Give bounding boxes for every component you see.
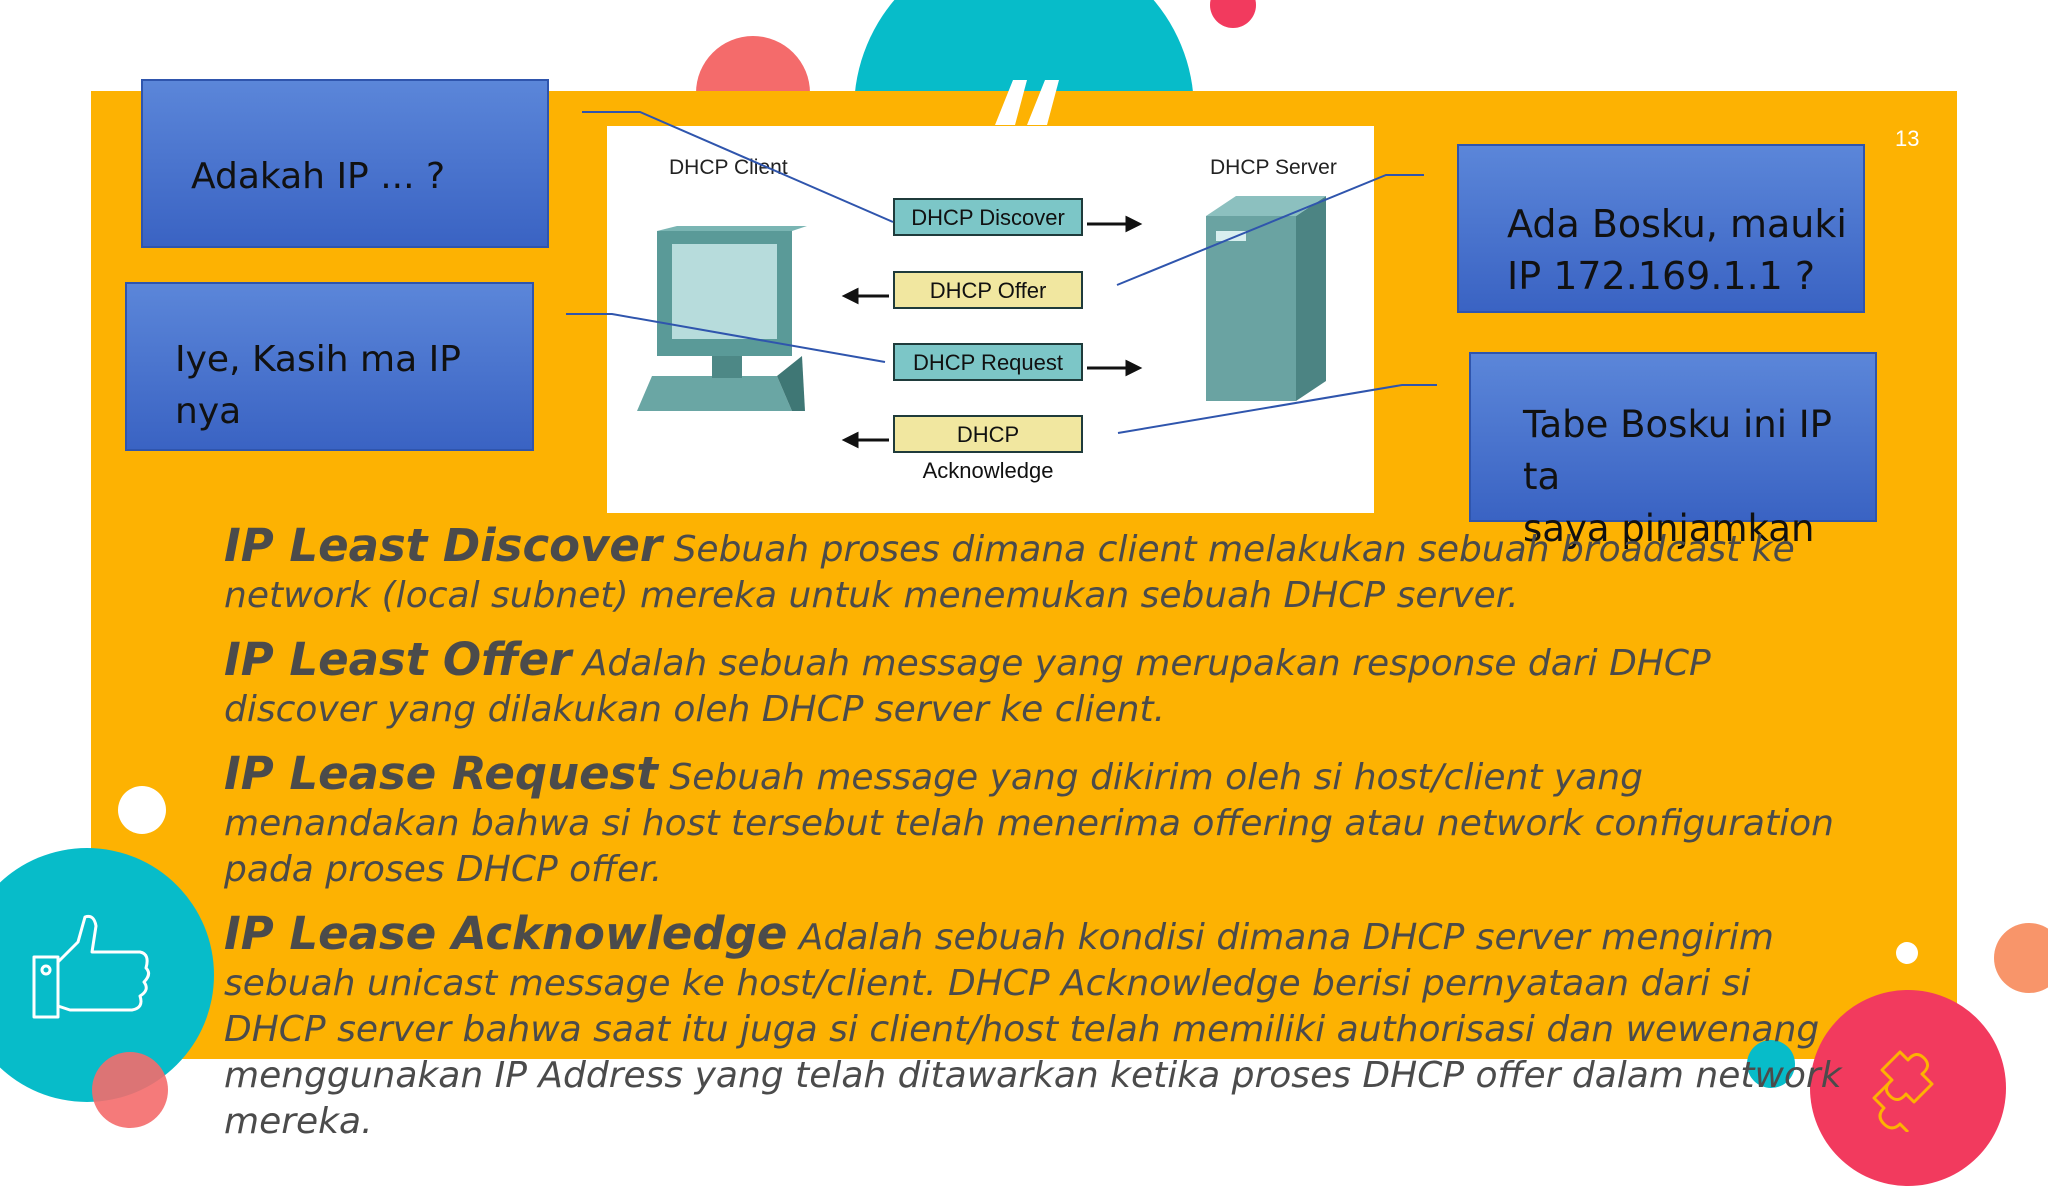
callout-server-offer-line2: IP 172.169.1.1 ? [1507,254,1816,298]
callout-server-ack-line2: saya pinjamkan [1523,507,1815,550]
quote-icon [985,70,1065,130]
callout-client-ask-text: Adakah IP ... ? [191,156,446,197]
decor-white-dot-left [118,786,166,834]
slide-number: 13 [1895,126,1920,151]
client-label: DHCP Client [669,156,788,179]
connector-lines [566,111,1437,434]
desc-offer: Adalah sebuah message yang merupakan res… [224,643,1711,730]
callout-server-offer: Ada Bosku, mauki IP 172.169.1.1 ? [1457,144,1865,313]
puzzle-icon [1862,1040,1954,1134]
thumbs-up-icon [30,912,154,1024]
client-computer-icon [627,226,807,426]
desc-acknowledge: Adalah sebuah kondisi dimana DHCP server… [224,917,1842,1142]
decor-white-dot-right [1896,942,1918,964]
definition-request: IP Lease Request Sebuah message yang dik… [224,751,1844,893]
desc-request: Sebuah message yang dikirim oleh si host… [224,757,1834,890]
callout-client-accept: Iye, Kasih ma IP nya [125,282,534,451]
callout-server-offer-line1: Ada Bosku, mauki [1507,202,1847,246]
server-label: DHCP Server [1210,156,1337,179]
decor-teal-small-right [1747,1040,1795,1088]
term-request: IP Lease Request [224,747,658,800]
term-offer: IP Least Offer [224,633,572,686]
term-acknowledge: IP Lease Acknowledge [224,907,788,960]
definition-offer: IP Least Offer Adalah sebuah message yan… [224,637,1844,733]
desc-discover: Sebuah proses dimana client melakukan se… [224,529,1795,616]
callout-client-accept-text: Iye, Kasih ma IP nya [175,339,461,432]
term-discover: IP Least Discover [224,519,663,572]
msg-acknowledge: DHCP Acknowledge [893,415,1083,483]
callout-server-ack-line1: Tabe Bosku ini IP ta [1523,403,1832,498]
definition-acknowledge: IP Lease Acknowledge Adalah sebuah kondi… [224,911,1844,1145]
definitions-list: IP Least Discover Sebuah proses dimana c… [224,523,1844,1163]
callout-client-ask: Adakah IP ... ? [141,79,549,248]
definition-discover: IP Least Discover Sebuah proses dimana c… [224,523,1844,619]
msg-offer: DHCP Offer [893,271,1083,309]
msg-discover: DHCP Discover [893,198,1083,236]
msg-request: DHCP Request [893,343,1083,381]
decor-orange-right [1994,923,2048,993]
decor-coral-bottom-left [92,1052,168,1128]
diagram-arrows [841,215,1143,449]
callout-server-ack: Tabe Bosku ini IP ta saya pinjamkan [1469,352,1877,550]
